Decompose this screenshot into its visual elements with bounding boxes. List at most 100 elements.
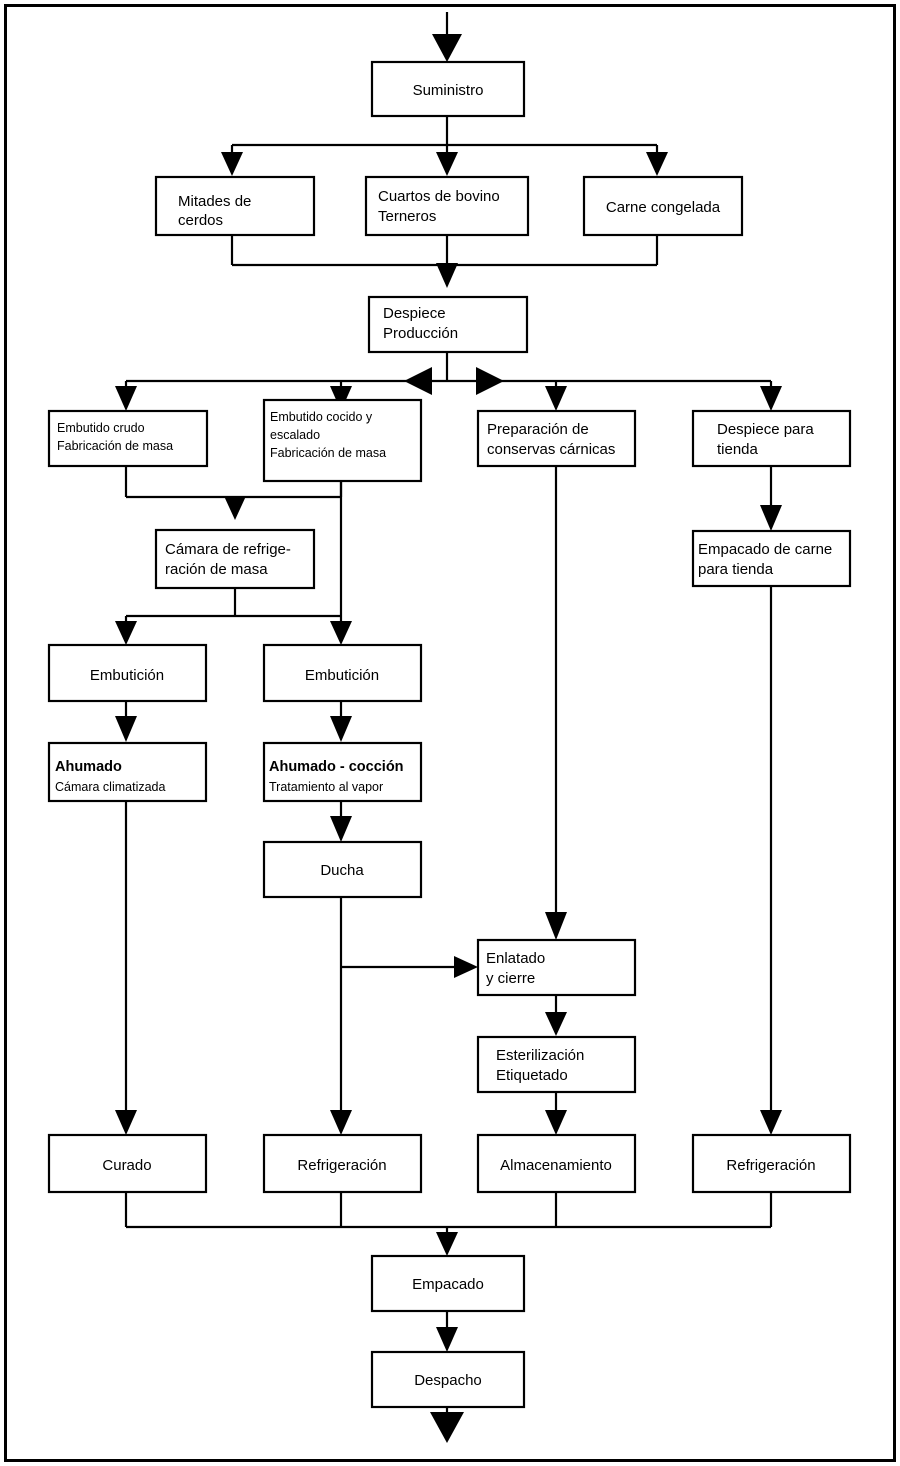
arrowhead-preparacion: [545, 386, 567, 411]
node-emb-crudo-line2: Fabricación de masa: [57, 439, 173, 453]
node-despacho-box[interactable]: [370, 1350, 526, 1409]
arrowhead-despacho: [436, 1327, 458, 1352]
node-enlatado-cierre[interactable]: Enlatado y cierre: [476, 938, 637, 997]
arrowhead-mitades: [221, 152, 243, 176]
node-ducha-label: Ducha: [320, 862, 364, 879]
node-ahumado-title: Ahumado: [55, 759, 122, 775]
node-despiece-box[interactable]: [367, 295, 529, 354]
arrowhead-emb-crudo: [115, 386, 137, 411]
arrowhead-embuticion-der: [330, 621, 352, 645]
node-empacado-label: Empacado: [412, 1276, 484, 1293]
arrowhead-ahumado-coccion: [330, 716, 352, 742]
node-ahumado-coccion-sub: Tratamiento al vapor: [269, 780, 383, 794]
node-empacado-carne-line1: Empacado de carne: [698, 541, 832, 558]
node-despacho-label: Despacho: [414, 1372, 482, 1389]
arrowhead-embuticion-izq: [115, 621, 137, 645]
node-congelada-box[interactable]: [582, 175, 744, 237]
node-refrigeracion-1[interactable]: Refrigeración: [262, 1133, 423, 1194]
node-cuartos-de-bovino[interactable]: Cuartos de bovino Terneros: [364, 175, 530, 237]
node-esterilizacion-line1: Esterilización: [496, 1047, 584, 1064]
arrowhead-empacado-carne: [760, 505, 782, 531]
node-enlatado-box[interactable]: [476, 938, 637, 997]
node-mitades-box[interactable]: [154, 175, 316, 237]
node-empacado-carne-tienda[interactable]: Empacado de carne para tienda: [691, 529, 852, 588]
node-curado-box[interactable]: [47, 1133, 208, 1194]
node-despacho[interactable]: Despacho: [370, 1350, 526, 1409]
node-despiece-produccion[interactable]: Despiece Producción: [367, 295, 529, 354]
arrowhead-curado: [115, 1110, 137, 1135]
node-refrigeracion-2-box[interactable]: [691, 1133, 852, 1194]
node-camara-line2: ración de masa: [165, 561, 268, 578]
arrowhead-ducha: [330, 816, 352, 842]
arrowhead-entry: [432, 34, 462, 62]
node-embuticion-der-label: Embutición: [305, 667, 379, 684]
node-embuticion-der-box[interactable]: [262, 643, 423, 703]
node-embutido-crudo[interactable]: Embutido crudo Fabricación de masa: [47, 409, 209, 468]
node-embuticion-izq-box[interactable]: [47, 643, 208, 703]
diagram-border: [4, 4, 896, 1462]
node-suministro-box[interactable]: [370, 60, 526, 118]
node-ahumado-box[interactable]: [47, 741, 208, 803]
node-ahumado-coccion-title: Ahumado - cocción: [269, 759, 404, 775]
node-almacenamiento-label: Almacenamiento: [500, 1157, 612, 1174]
node-ahumado-coccion-box[interactable]: [262, 741, 423, 803]
arrowhead-despiece: [436, 263, 458, 288]
node-empacado-carne-box[interactable]: [691, 529, 852, 588]
arrowhead-enlatado-side: [454, 956, 478, 978]
arrowhead-enlatado-top: [545, 912, 567, 940]
node-empacado[interactable]: Empacado: [370, 1254, 526, 1313]
node-ducha-box[interactable]: [262, 840, 423, 899]
arrowhead-despiece-tienda: [760, 386, 782, 411]
arrowhead-empacado: [436, 1232, 458, 1256]
node-enlatado-line2: y cierre: [486, 970, 535, 987]
node-curado[interactable]: Curado: [47, 1133, 208, 1194]
node-ahumado-coccion[interactable]: Ahumado - cocción Tratamiento al vapor: [262, 741, 423, 803]
node-ahumado[interactable]: Ahumado Cámara climatizada: [47, 741, 208, 803]
node-despiece-tienda-box[interactable]: [691, 409, 852, 468]
node-refrigeracion-1-label: Refrigeración: [297, 1157, 386, 1174]
node-cuartos-line2: Terneros: [378, 208, 436, 225]
node-despiece-tienda-line1: Despiece para: [717, 421, 814, 438]
node-emb-crudo-line1: Embutido crudo: [57, 421, 145, 435]
node-curado-label: Curado: [102, 1157, 151, 1174]
node-cuartos-box[interactable]: [364, 175, 530, 237]
node-preparacion-box[interactable]: [476, 409, 637, 468]
node-ducha[interactable]: Ducha: [262, 840, 423, 899]
arrowhead-congelada: [646, 152, 668, 176]
node-esterilizacion-line2: Etiquetado: [496, 1067, 568, 1084]
node-refrigeracion-1-box[interactable]: [262, 1133, 423, 1194]
node-emb-cocido-line2: escalado: [270, 428, 320, 442]
node-embuticion-derecha[interactable]: Embutición: [262, 643, 423, 703]
node-emb-cocido-line1: Embutido cocido y: [270, 410, 373, 424]
node-embuticion-izquierda[interactable]: Embutición: [47, 643, 208, 703]
arrowhead-emb-cocido: [330, 386, 352, 411]
node-esterilizacion-box[interactable]: [476, 1035, 637, 1094]
node-almacenamiento-box[interactable]: [476, 1133, 637, 1194]
node-refrigeracion-2[interactable]: Refrigeración: [691, 1133, 852, 1194]
node-camara-refrigeracion-masa[interactable]: Cámara de refrige- ración de masa: [154, 528, 316, 590]
node-embutido-cocido[interactable]: Embutido cocido y escalado Fabricación d…: [262, 398, 423, 483]
node-emb-cocido-box[interactable]: [262, 398, 423, 483]
node-mitades-de-cerdos[interactable]: Mitades de cerdos: [154, 175, 316, 237]
node-suministro[interactable]: Suministro: [370, 60, 526, 118]
node-esterilizacion-etiquetado[interactable]: Esterilización Etiquetado: [476, 1035, 637, 1094]
node-refrigeracion-2-label: Refrigeración: [726, 1157, 815, 1174]
node-preparacion-conservas[interactable]: Preparación de conservas cárnicas: [476, 409, 637, 468]
node-empacado-box[interactable]: [370, 1254, 526, 1313]
node-suministro-label: Suministro: [413, 82, 484, 99]
node-camara-box[interactable]: [154, 528, 316, 590]
node-congelada-label: Carne congelada: [606, 199, 721, 216]
arrowhead-refrigeracion-2: [760, 1110, 782, 1135]
node-carne-congelada[interactable]: Carne congelada: [582, 175, 744, 237]
node-preparacion-line1: Preparación de: [487, 421, 589, 438]
node-almacenamiento[interactable]: Almacenamiento: [476, 1133, 637, 1194]
node-embuticion-izq-label: Embutición: [90, 667, 164, 684]
node-despiece-para-tienda[interactable]: Despiece para tienda: [691, 409, 852, 468]
arrowhead-almacenamiento: [545, 1110, 567, 1135]
node-despiece-line2: Producción: [383, 325, 458, 342]
arrowhead-cuartos: [436, 152, 458, 176]
node-preparacion-line2: conservas cárnicas: [487, 441, 615, 458]
node-emb-crudo-box[interactable]: [47, 409, 209, 468]
node-cuartos-line1: Cuartos de bovino: [378, 188, 500, 205]
